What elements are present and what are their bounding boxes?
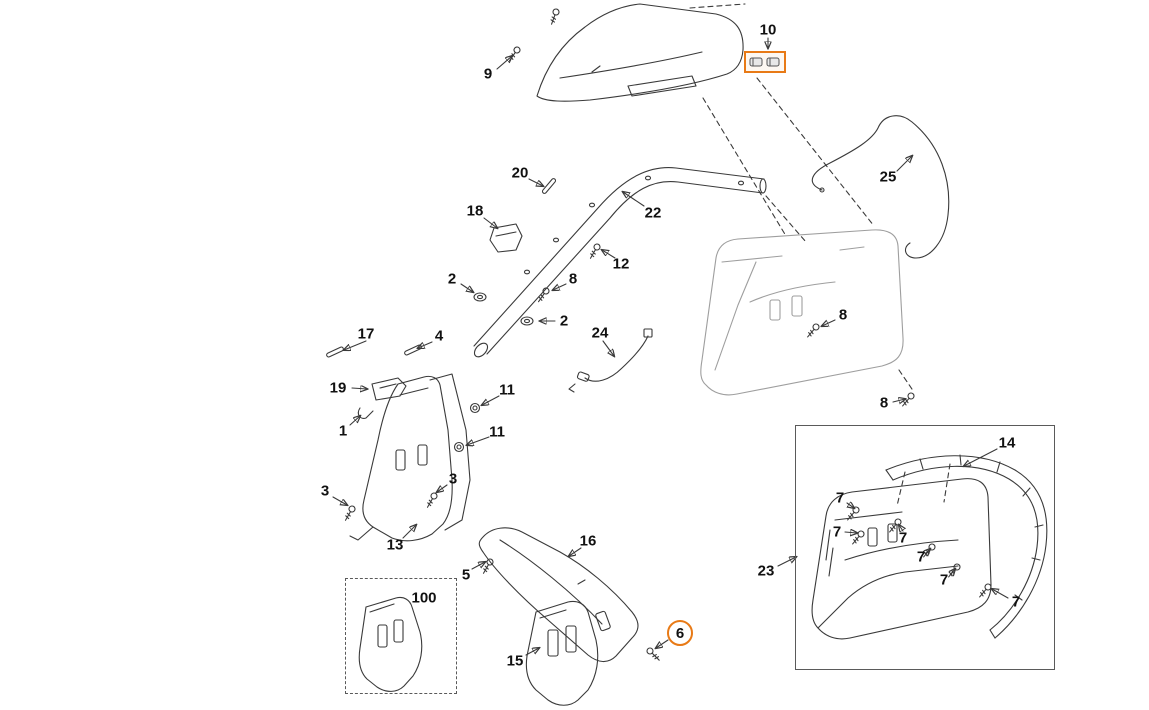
- nut-part-11-icon: [453, 441, 465, 453]
- part-label-7[interactable]: 7: [832, 523, 842, 541]
- washer-part-2-icon: [473, 292, 487, 302]
- grouping-box-part-23: [795, 425, 1055, 670]
- clamp-18-drawing: [489, 223, 523, 253]
- part-label-7[interactable]: 7: [916, 548, 926, 566]
- clamp-19-drawing: [371, 377, 407, 401]
- screw-part-5-icon: [480, 557, 495, 576]
- part-label-16[interactable]: 16: [579, 532, 597, 550]
- housing-23-drawing: [811, 478, 992, 640]
- frame-14-drawing: [885, 454, 1048, 639]
- part-label-6[interactable]: 6: [667, 620, 693, 646]
- part-label-24[interactable]: 24: [591, 324, 609, 342]
- part-label-100[interactable]: 100: [411, 589, 437, 607]
- connector-glyph: [749, 57, 780, 67]
- part-label-15[interactable]: 15: [506, 652, 524, 670]
- part-label-7[interactable]: 7: [939, 571, 949, 589]
- part-label-7[interactable]: 7: [898, 529, 908, 547]
- part-label-9[interactable]: 9: [483, 65, 493, 83]
- pin-part-4-icon: [403, 343, 423, 357]
- part-label-8[interactable]: 8: [838, 306, 848, 324]
- bracket-13-drawing: [349, 373, 471, 542]
- upper-console-drawing: [506, 3, 744, 102]
- part-label-12[interactable]: 12: [612, 255, 630, 273]
- part-label-11[interactable]: 11: [499, 381, 515, 399]
- part-label-20[interactable]: 20: [511, 164, 529, 182]
- cover-16-drawing: [478, 527, 639, 663]
- part-label-7[interactable]: 7: [835, 489, 845, 507]
- screw-part-8-icon: [535, 286, 551, 304]
- part-label-18[interactable]: 18: [466, 202, 484, 220]
- part-label-25[interactable]: 25: [879, 168, 897, 186]
- part-label-4[interactable]: 4: [434, 327, 444, 345]
- bracket-15-drawing: [525, 600, 599, 706]
- part-label-3[interactable]: 3: [448, 470, 458, 488]
- ghost-housing-drawing: [700, 229, 904, 396]
- screw-part-3-icon: [424, 491, 439, 510]
- pin-part-20-icon: [541, 177, 557, 195]
- part-label-10[interactable]: 10: [759, 21, 777, 39]
- cable-24-drawing: [568, 328, 653, 393]
- cable-connector-icon[interactable]: [744, 51, 786, 73]
- washer-part-2-icon: [520, 316, 534, 326]
- part-label-14[interactable]: 14: [998, 434, 1016, 452]
- part-label-5[interactable]: 5: [461, 566, 471, 584]
- leader-lines: [332, 37, 1009, 656]
- part-label-7[interactable]: 7: [1011, 593, 1021, 611]
- cable-25-drawing: [811, 115, 950, 259]
- pin-part-17-icon: [325, 345, 345, 359]
- part-label-22[interactable]: 22: [644, 204, 662, 222]
- part-label-2[interactable]: 2: [447, 270, 457, 288]
- part-label-8[interactable]: 8: [568, 270, 578, 288]
- part-label-19[interactable]: 19: [329, 379, 347, 397]
- part-label-3[interactable]: 3: [320, 482, 330, 500]
- part-label-8[interactable]: 8: [879, 394, 889, 412]
- projection-lines: [689, 3, 951, 507]
- part-label-13[interactable]: 13: [386, 536, 404, 554]
- screw-icon: [548, 7, 561, 26]
- screw-part-8-icon: [804, 322, 821, 340]
- part-label-2[interactable]: 2: [559, 312, 569, 330]
- bracket-100-drawing: [358, 596, 423, 692]
- grouping-box-part-100: [345, 578, 457, 694]
- part-label-17[interactable]: 17: [357, 325, 375, 343]
- screw-part-9-icon: [506, 45, 522, 63]
- screw-part-3-icon: [342, 504, 357, 523]
- part-label-1[interactable]: 1: [338, 422, 348, 440]
- screw-part-6-icon: [645, 646, 662, 663]
- screw-part-12-icon: [587, 242, 602, 261]
- part-label-11[interactable]: 11: [489, 423, 505, 441]
- handlebar-tube-drawing: [473, 167, 767, 358]
- part-label-23[interactable]: 23: [757, 562, 775, 580]
- nut-part-11-icon: [469, 402, 481, 414]
- spring-1-drawing: [357, 407, 374, 419]
